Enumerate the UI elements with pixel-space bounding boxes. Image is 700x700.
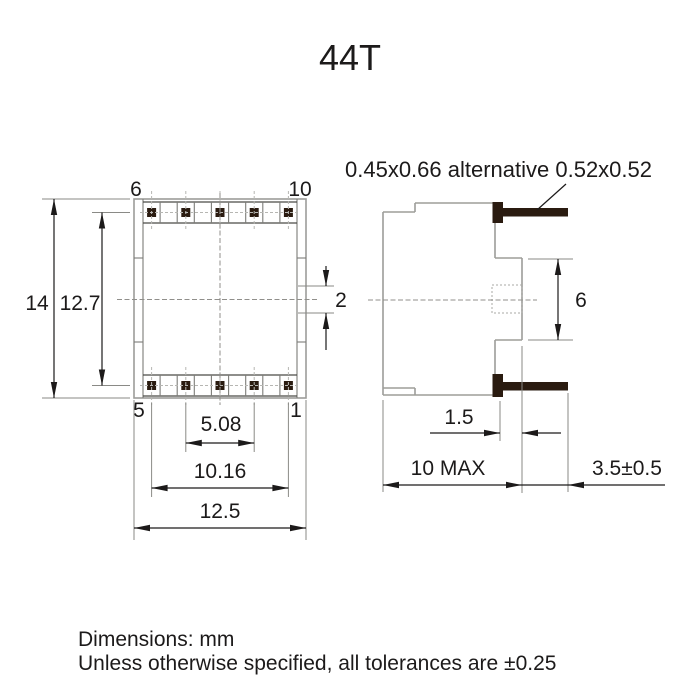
dimension-pitch-5-08: 5.08: [185, 403, 255, 452]
dim-text-12-7: 12.7: [60, 292, 101, 315]
tolerance-note: Unless otherwise specified, all toleranc…: [78, 652, 556, 675]
dimension-body-width-12-5: 12.5: [133, 400, 307, 540]
dim-text-10-max: 10 MAX: [411, 457, 486, 480]
lead-note-leader-line: [536, 183, 567, 211]
dimension-body-height-14: 14: [25, 198, 130, 399]
dim-text-12-5: 12.5: [200, 500, 241, 523]
pin-label-6: 6: [130, 178, 142, 201]
dimension-window-6: 6: [528, 258, 587, 341]
side-view: 0.45x0.66 alternative 0.52x0.52 6 1.5: [345, 157, 665, 493]
dim-text-14: 14: [25, 292, 49, 315]
units-note: Dimensions: mm: [78, 628, 234, 651]
dim-text-3-5: 3.5±0.5: [592, 457, 662, 480]
pin-label-1: 1: [290, 399, 302, 422]
pin-label-5: 5: [133, 399, 145, 422]
dim-text-5-08: 5.08: [201, 413, 242, 436]
dimension-pitch-10-16: 10.16: [151, 403, 289, 497]
side-body-outline: [382, 202, 523, 396]
drawing-notes: Dimensions: mm Unless otherwise specifie…: [78, 628, 556, 675]
bottom-lead: [492, 374, 568, 397]
dim-text-6: 6: [575, 289, 587, 312]
wall-ticks: [134, 257, 306, 343]
dim-text-2: 2: [335, 289, 347, 312]
dimension-side-notch-2: 2: [298, 266, 347, 350]
front-view: 6 10 5 1 14 12.7: [25, 178, 347, 540]
dimension-pin-row-span-12-7: 12.7: [60, 212, 130, 386]
hidden-core-dotted-box: [491, 284, 523, 314]
dimension-depth-10max-and-lead-3-5: 10 MAX 3.5±0.5: [382, 393, 665, 492]
dimension-step-1-5: 1.5: [430, 346, 561, 493]
dim-text-10-16: 10.16: [194, 460, 247, 483]
page-title: 44T: [319, 37, 381, 78]
dim-text-1-5: 1.5: [444, 406, 473, 429]
pin-label-10: 10: [288, 178, 311, 201]
lead-size-note: 0.45x0.66 alternative 0.52x0.52: [345, 157, 652, 182]
top-lead: [492, 202, 568, 223]
